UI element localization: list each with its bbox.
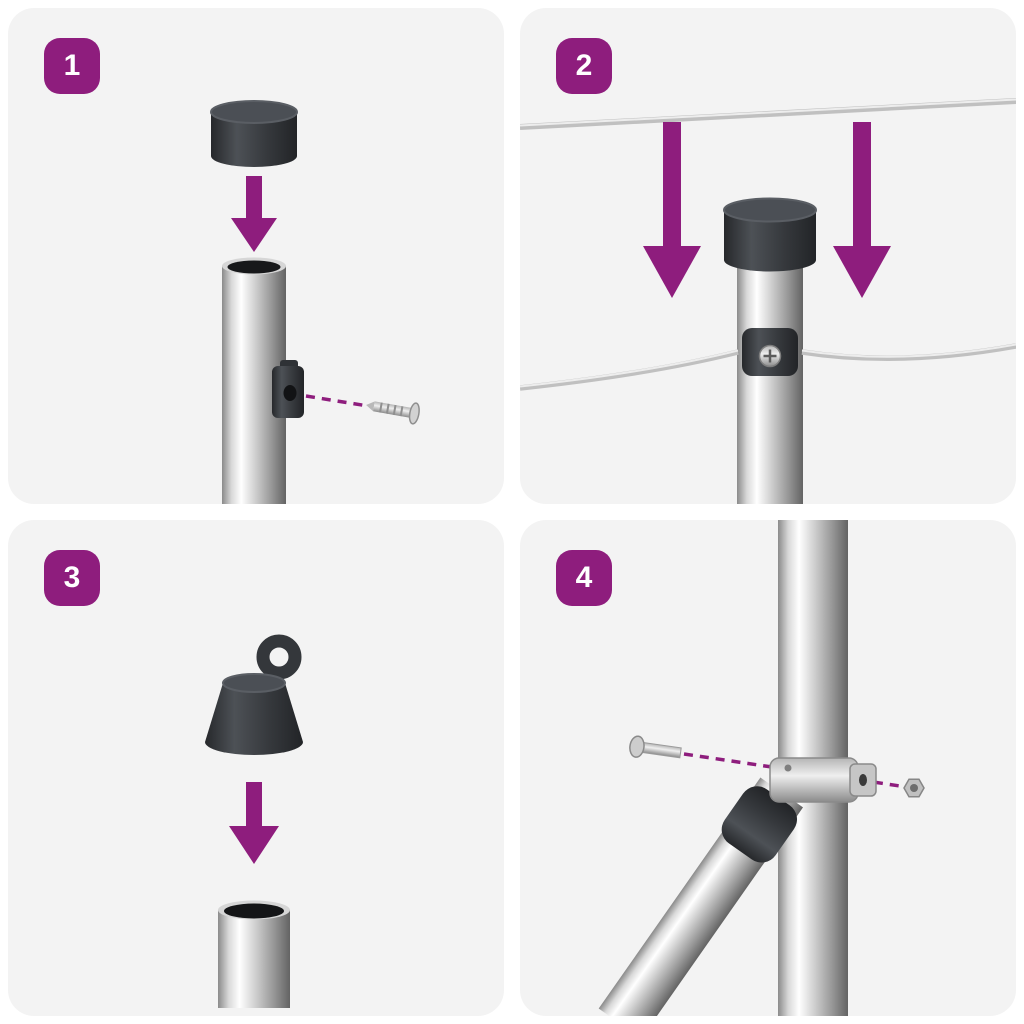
metal-post [737,260,803,504]
alignment-dashes [305,394,369,408]
step-number: 4 [575,561,593,594]
step-panel-3: 3 [8,520,504,1016]
down-arrow-icon [643,122,701,298]
down-arrow-icon [833,122,891,298]
step-number: 3 [63,561,81,594]
eyelet-cap [205,634,303,755]
post-cap [723,197,817,272]
step-number-badge: 3 [44,550,100,606]
step-number-badge: 2 [556,38,612,94]
step-1-illustration [210,100,420,504]
diagonal-brace [598,777,804,1016]
screw [366,401,420,425]
step-number: 2 [575,49,593,82]
step-panel-4: 4 [520,520,1016,1016]
bolt [629,735,682,759]
step-panel-2: 2 [520,8,1016,504]
step-number-badge: 1 [44,38,100,94]
nut [903,778,925,798]
post-cap [210,100,298,167]
screw-bracket [272,360,304,418]
step-number: 1 [63,49,81,82]
step-4-illustration [598,520,925,1016]
top-wire [520,98,1016,130]
brace-connector [721,786,797,863]
tension-wire [520,343,1016,391]
down-arrow-icon [229,782,279,864]
metal-tube [218,900,290,1008]
wire-clamp [742,328,798,376]
step-panel-1: 1 [8,8,504,504]
down-arrow-icon [231,176,277,252]
brace-clamp [769,757,877,803]
step-3-illustration [205,634,303,1008]
step-number-badge: 4 [556,550,612,606]
step-2-illustration [520,98,1016,504]
